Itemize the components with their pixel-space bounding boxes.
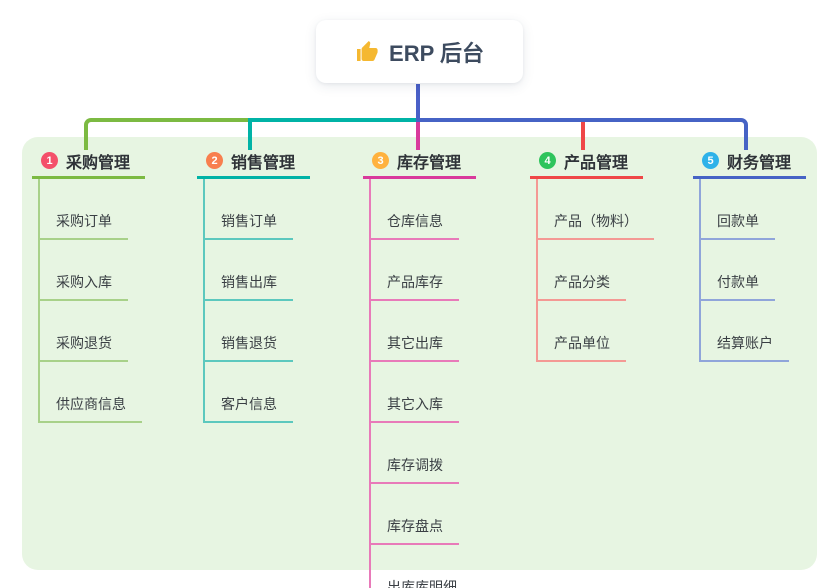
child-topic[interactable]: 其它入库 <box>371 362 459 423</box>
root-topic[interactable]: ERP 后台 <box>316 20 523 83</box>
branch-number-badge: 3 <box>372 152 389 169</box>
root-topic-label: ERP 后台 <box>389 40 484 66</box>
branch-title-label: 采购管理 <box>66 154 131 172</box>
child-topic[interactable]: 产品单位 <box>538 301 626 362</box>
child-topic-label: 其它出库 <box>387 335 443 351</box>
connector-branch-1 <box>84 118 248 150</box>
child-topic[interactable]: 出库库明细 <box>371 545 473 588</box>
child-topic[interactable]: 其它出库 <box>371 301 459 362</box>
connector-branch-5 <box>416 118 748 150</box>
child-topic[interactable]: 产品分类 <box>538 240 626 301</box>
child-topic-label: 出库库明细 <box>387 579 457 588</box>
branch-4: 4 产品管理 产品（物料） 产品分类产品单位 <box>530 149 654 362</box>
branch-title-label: 销售管理 <box>231 154 296 172</box>
child-topic[interactable]: 库存调拨 <box>371 423 459 484</box>
branch-title[interactable]: 1 采购管理 <box>32 149 146 179</box>
branch-number-badge: 4 <box>539 152 556 169</box>
child-topic[interactable]: 产品库存 <box>371 240 459 301</box>
child-topic-label: 产品库存 <box>387 274 443 290</box>
branch-children: 产品（物料） 产品分类产品单位 <box>536 179 654 362</box>
child-topic-label: 供应商信息 <box>56 396 126 412</box>
branch-2: 2 销售管理 销售订单销售出库销售退货客户信息 <box>197 149 311 423</box>
branch-5: 5 财务管理 回款单付款单结算账户 <box>693 149 807 362</box>
branch-number-badge: 2 <box>206 152 223 169</box>
child-topic[interactable]: 结算账户 <box>701 301 789 362</box>
child-topic[interactable]: 客户信息 <box>205 362 293 423</box>
branch-title-label: 产品管理 <box>564 154 629 172</box>
branch-title[interactable]: 3 库存管理 <box>363 149 477 179</box>
branch-title-label: 财务管理 <box>727 154 792 172</box>
connector-root-line <box>416 84 420 122</box>
child-topic[interactable]: 回款单 <box>701 179 775 240</box>
branch-children: 仓库信息产品库存其它出库其它入库库存调拨库存盘点出库库明细 <box>369 179 473 588</box>
branch-title[interactable]: 4 产品管理 <box>530 149 644 179</box>
branch-children: 回款单付款单结算账户 <box>699 179 789 362</box>
branch-children: 销售订单销售出库销售退货客户信息 <box>203 179 293 423</box>
connector-branch-3 <box>416 122 420 150</box>
child-topic[interactable]: 产品（物料） <box>538 179 654 240</box>
branch-title[interactable]: 5 财务管理 <box>693 149 807 179</box>
child-topic-label: 采购退货 <box>56 335 112 351</box>
child-topic-label: 销售订单 <box>221 213 277 229</box>
child-topic-label: 仓库信息 <box>387 213 443 229</box>
child-topic-label: 其它入库 <box>387 396 443 412</box>
child-topic[interactable]: 供应商信息 <box>40 362 142 423</box>
branch-1: 1 采购管理 采购订单采购入库采购退货供应商信息 <box>32 149 146 423</box>
child-topic-label: 产品分类 <box>554 274 610 290</box>
child-topic-label: 客户信息 <box>221 396 277 412</box>
child-topic[interactable]: 仓库信息 <box>371 179 459 240</box>
branch-title[interactable]: 2 销售管理 <box>197 149 311 179</box>
child-topic-label: 产品（物料） <box>554 213 638 229</box>
child-topic-label: 采购入库 <box>56 274 112 290</box>
child-topic-label: 产品单位 <box>554 335 610 351</box>
child-topic[interactable]: 采购入库 <box>40 240 128 301</box>
child-topic-label: 结算账户 <box>717 335 773 351</box>
child-topic[interactable]: 采购退货 <box>40 301 128 362</box>
branch-number-badge: 5 <box>702 152 719 169</box>
connector-branch-4 <box>581 122 585 150</box>
branch-title-label: 库存管理 <box>397 154 462 172</box>
child-topic-label: 销售退货 <box>221 335 277 351</box>
branch-number-badge: 1 <box>41 152 58 169</box>
child-topic[interactable]: 采购订单 <box>40 179 128 240</box>
branch-3: 3 库存管理 仓库信息产品库存其它出库其它入库库存调拨库存盘点出库库明细 <box>363 149 477 588</box>
child-topic[interactable]: 销售订单 <box>205 179 293 240</box>
child-topic[interactable]: 付款单 <box>701 240 775 301</box>
child-topic-label: 付款单 <box>717 274 759 290</box>
connector-branch-2 <box>248 118 416 150</box>
branch-children: 采购订单采购入库采购退货供应商信息 <box>38 179 142 423</box>
child-topic-label: 库存盘点 <box>387 518 443 534</box>
child-topic[interactable]: 销售退货 <box>205 301 293 362</box>
thumbs-up-icon <box>357 40 378 61</box>
child-topic-label: 销售出库 <box>221 274 277 290</box>
child-topic-label: 采购订单 <box>56 213 112 229</box>
group-panel <box>22 137 817 570</box>
child-topic-label: 库存调拨 <box>387 457 443 473</box>
child-topic-label: 回款单 <box>717 213 759 229</box>
child-topic[interactable]: 销售出库 <box>205 240 293 301</box>
child-topic[interactable]: 库存盘点 <box>371 484 459 545</box>
